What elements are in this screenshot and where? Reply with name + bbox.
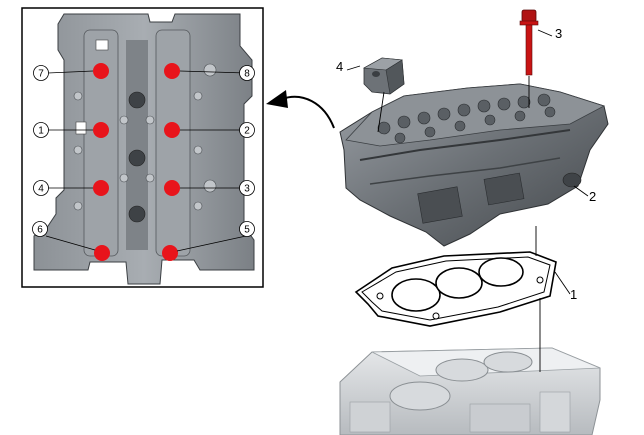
boss <box>193 145 203 155</box>
boss <box>145 173 155 183</box>
inset-bosses <box>73 63 217 211</box>
cylinder-head <box>339 83 609 247</box>
bolt-marker-4 <box>93 180 109 196</box>
view-arrow <box>266 90 335 129</box>
boss <box>119 173 129 183</box>
bolt-marker-7 <box>93 63 109 79</box>
seq-label-1: 1 <box>33 122 49 138</box>
boss <box>73 91 83 101</box>
bolt-marker-5 <box>162 245 178 261</box>
boss <box>73 201 83 211</box>
bolt-marker-8 <box>164 63 180 79</box>
bolt-marker-2 <box>164 122 180 138</box>
inset-center-rib <box>126 40 148 250</box>
plug-well <box>128 205 146 223</box>
seq-text-5: 5 <box>244 225 250 236</box>
boss <box>193 201 203 211</box>
bolt-marker-1 <box>93 122 109 138</box>
seq-label-2: 2 <box>239 122 255 138</box>
seq-label-3: 3 <box>239 180 255 196</box>
seq-text-3: 3 <box>244 184 250 195</box>
seq-label-6: 6 <box>32 221 48 237</box>
callout-head: 2 <box>589 189 596 204</box>
sequence-labels: 7 8 1 2 4 3 6 <box>32 65 255 237</box>
gasket-bore <box>391 278 441 312</box>
callout-bracket: 4 <box>336 59 343 74</box>
head-sensor <box>562 172 582 188</box>
arrow-head-icon <box>266 90 288 108</box>
gasket-bore <box>478 257 524 287</box>
seq-text-1: 1 <box>38 126 44 137</box>
tightening-markers <box>93 63 180 261</box>
inset-panel: 7 8 1 2 4 3 6 <box>21 7 264 288</box>
gasket-bore <box>435 267 483 299</box>
inset-mid-tab <box>75 121 87 135</box>
seq-label-8: 8 <box>239 65 255 81</box>
engine-block <box>339 347 601 435</box>
head-valve-bosses <box>377 93 556 144</box>
seq-text-7: 7 <box>38 69 44 80</box>
sequence-leaders <box>45 70 247 252</box>
seq-label-7: 7 <box>33 65 49 81</box>
bracket <box>363 57 405 95</box>
seq-text-4: 4 <box>38 184 44 195</box>
boss <box>145 115 155 125</box>
cylinder-bore <box>389 381 451 411</box>
seq-text-6: 6 <box>37 225 43 236</box>
boss <box>193 91 203 101</box>
callout-bolt: 3 <box>555 26 562 41</box>
head-gasket <box>354 251 557 327</box>
head-bolt <box>519 9 539 76</box>
bolt-marker-6 <box>94 245 110 261</box>
bolt-marker-3 <box>164 180 180 196</box>
boss <box>73 145 83 155</box>
alignment-lines <box>346 29 589 372</box>
boss <box>119 115 129 125</box>
seq-label-4: 4 <box>33 180 49 196</box>
seq-label-5: 5 <box>239 221 255 237</box>
inset-top-tab <box>95 39 109 51</box>
plug-well <box>128 91 146 109</box>
boss <box>203 63 217 77</box>
plug-well <box>128 149 146 167</box>
boss <box>203 179 217 193</box>
seq-text-2: 2 <box>244 126 250 137</box>
callout-gasket: 1 <box>570 287 577 302</box>
cylinder-bore <box>483 351 533 373</box>
cylinder-bore <box>435 358 489 382</box>
seq-text-8: 8 <box>244 69 250 80</box>
inset-plug-wells <box>128 91 146 223</box>
